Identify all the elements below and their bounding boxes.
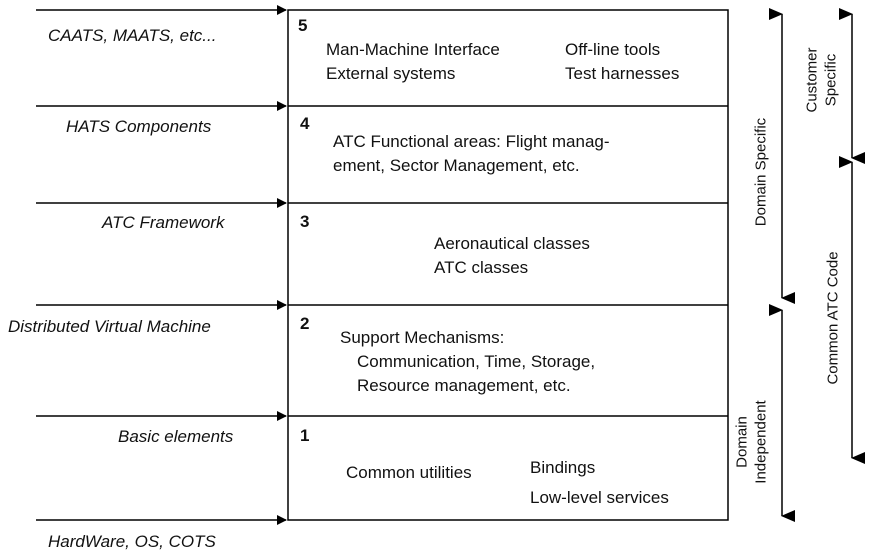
layer-5-text-left: Man-Machine Interface External systems bbox=[326, 38, 500, 86]
layer-5-line: Man-Machine Interface bbox=[326, 40, 500, 59]
label-hats-components: HATS Components bbox=[66, 117, 212, 136]
label-atc-framework: ATC Framework bbox=[102, 213, 225, 232]
layer-3-line: ATC classes bbox=[434, 257, 529, 277]
layer-4-line: ement, Sector Management, etc. bbox=[333, 155, 580, 175]
layer-5-line: Off-line tools bbox=[565, 40, 661, 59]
layer-stack-box bbox=[287, 9, 729, 521]
domain-independent-label: Domain Independent bbox=[733, 400, 771, 483]
domain-independent-line-2: Independent bbox=[752, 400, 769, 484]
layer-5-line: External systems bbox=[326, 63, 456, 83]
layer-1-number: 1 bbox=[300, 426, 310, 445]
layer-1-line: Bindings bbox=[530, 458, 596, 477]
layer-2-text: Support Mechanisms: Communication, Time,… bbox=[340, 326, 595, 397]
layer-3-line: Aeronautical classes bbox=[434, 234, 590, 253]
customer-specific-line-2: Specific bbox=[822, 53, 839, 107]
layer-4-line: ATC Functional areas: Flight manag- bbox=[333, 132, 610, 151]
label-distributed-virtual-machine: Distributed Virtual Machine bbox=[8, 317, 211, 336]
layer-5-text-right: Off-line tools Test harnesses bbox=[565, 38, 679, 86]
layer-5-number: 5 bbox=[298, 16, 308, 35]
layer-3-number: 3 bbox=[300, 212, 310, 231]
customer-specific-label: Customer Specific bbox=[803, 47, 841, 112]
layer-1-line: Low-level services bbox=[530, 487, 669, 507]
layer-2-line: Support Mechanisms: bbox=[340, 328, 505, 347]
layer-2-number: 2 bbox=[300, 314, 310, 333]
layer-4-number: 4 bbox=[300, 114, 310, 133]
domain-specific-label: Domain Specific bbox=[752, 117, 770, 227]
layer-5-line: Test harnesses bbox=[565, 63, 680, 83]
label-caats-maats: CAATS, MAATS, etc... bbox=[48, 26, 217, 45]
layer-1-line: Common utilities bbox=[346, 463, 472, 482]
label-basic-elements: Basic elements bbox=[118, 427, 234, 446]
common-atc-code-label: Common ATC Code bbox=[824, 251, 842, 385]
layer-3-text: Aeronautical classes ATC classes bbox=[434, 232, 590, 280]
layer-2-line: Communication, Time, Storage, bbox=[357, 351, 596, 371]
customer-specific-line-1: Customer bbox=[803, 47, 821, 113]
label-hardware-os-cots: HardWare, OS, COTS bbox=[48, 532, 216, 551]
domain-independent-line-1: Domain bbox=[733, 416, 751, 468]
layer-1-text-right: Bindings Low-level services bbox=[530, 453, 669, 513]
layer-1-text-left: Common utilities bbox=[346, 461, 472, 485]
layer-2-line: Resource management, etc. bbox=[357, 375, 571, 395]
layer-4-text: ATC Functional areas: Flight manag- emen… bbox=[333, 130, 610, 178]
